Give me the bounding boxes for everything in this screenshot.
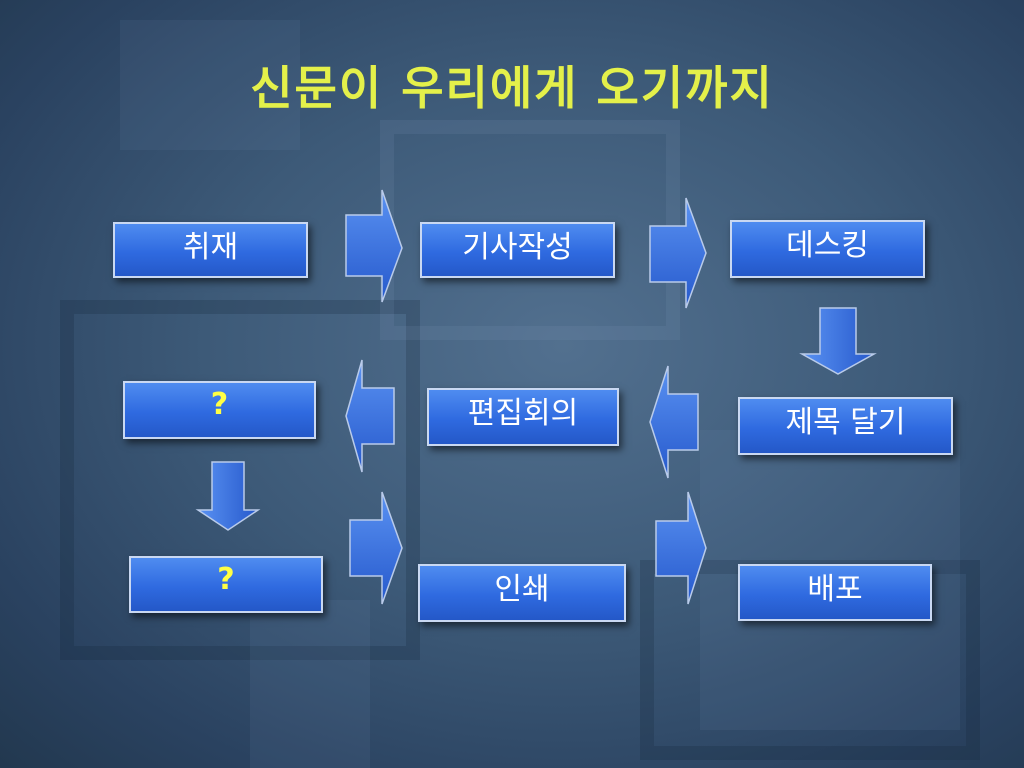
step-editorial-meeting: 편집회의 <box>427 388 619 446</box>
step-unknown-2: ? <box>129 556 323 613</box>
arrow-right-icon <box>655 491 707 605</box>
arrow-right-icon <box>349 491 403 605</box>
arrow-right-icon <box>649 197 707 309</box>
arrow-down-icon <box>195 461 261 531</box>
step-reporting: 취재 <box>113 222 308 278</box>
background-panel <box>120 20 300 150</box>
arrow-left-icon <box>649 365 699 479</box>
step-distribution: 배포 <box>738 564 932 621</box>
step-unknown-1: ? <box>123 381 316 439</box>
arrow-left-icon <box>345 359 395 473</box>
step-article-writing: 기사작성 <box>420 222 615 278</box>
step-titling: 제목 달기 <box>738 397 953 455</box>
background-panel <box>250 600 370 768</box>
background-frame <box>60 300 420 660</box>
arrow-down-icon <box>799 307 877 375</box>
arrow-right-icon <box>345 189 403 303</box>
step-desking: 데스킹 <box>730 220 925 278</box>
slide-title: 신문이 우리에게 오기까지 <box>250 61 774 115</box>
step-printing: 인쇄 <box>418 564 626 622</box>
